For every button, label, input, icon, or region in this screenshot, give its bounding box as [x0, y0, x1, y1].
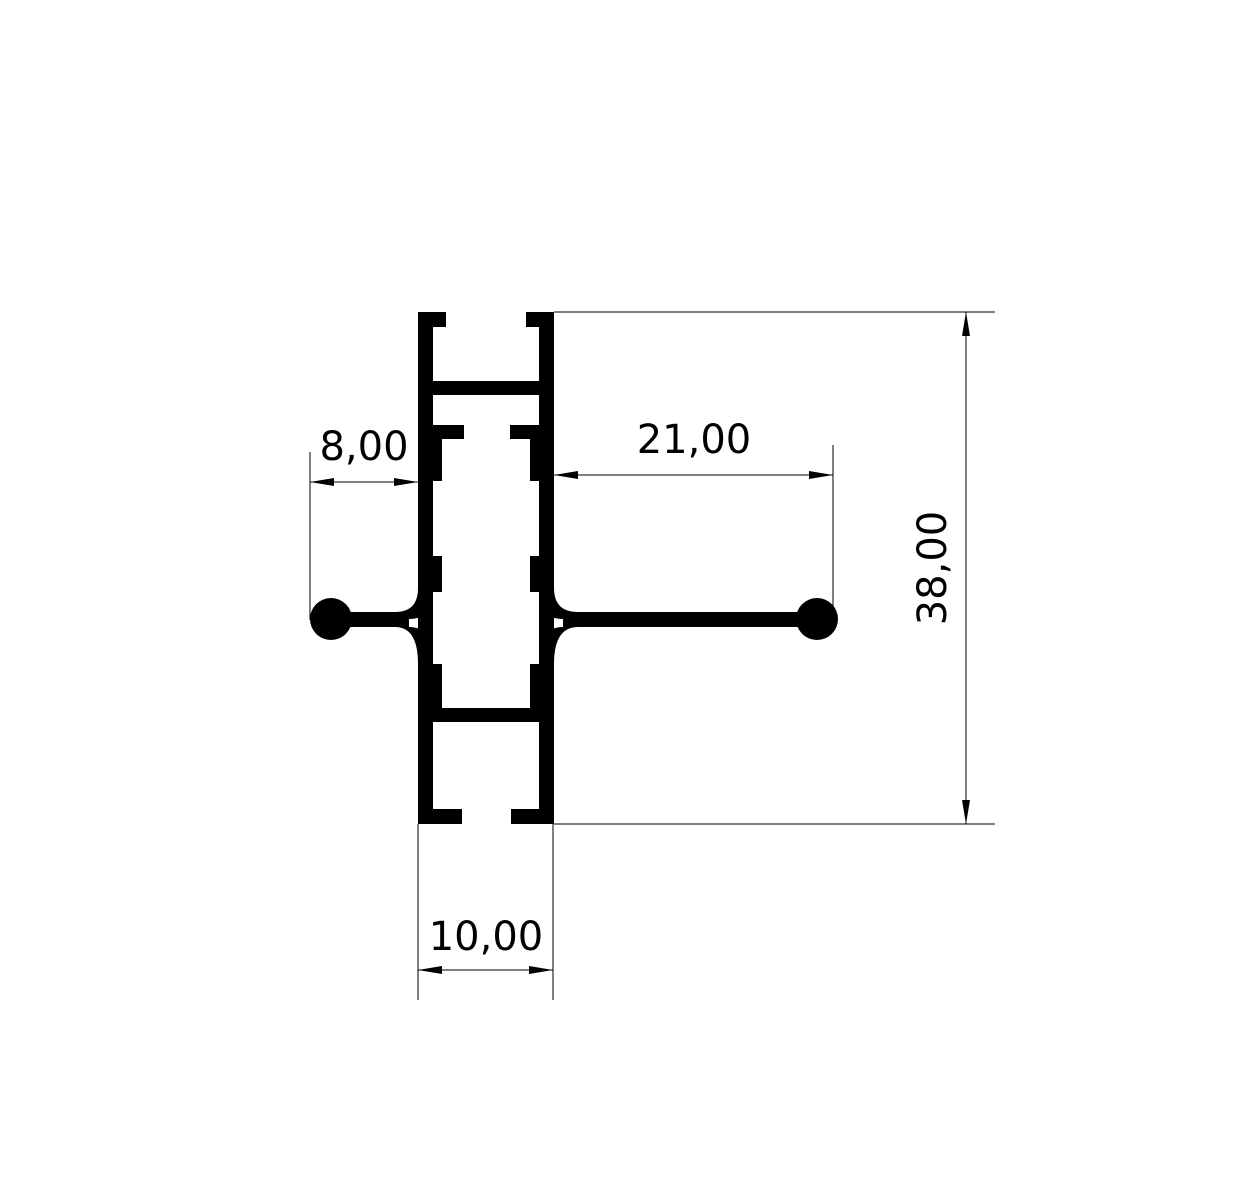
dimension-label-core-width: 10,00 — [429, 914, 544, 960]
dimension-left-offset: 8,00 — [309, 424, 418, 620]
dimension-right-offset: 21,00 — [554, 417, 834, 615]
dimension-total-height: 38,00 — [554, 311, 995, 825]
dimension-core-width: 10,00 — [417, 824, 554, 1000]
dimension-label-right-offset: 21,00 — [637, 417, 752, 463]
dimension-label-left-offset: 8,00 — [319, 424, 408, 470]
extrusion-profile — [310, 312, 838, 824]
dimension-label-total-height: 38,00 — [910, 511, 956, 626]
